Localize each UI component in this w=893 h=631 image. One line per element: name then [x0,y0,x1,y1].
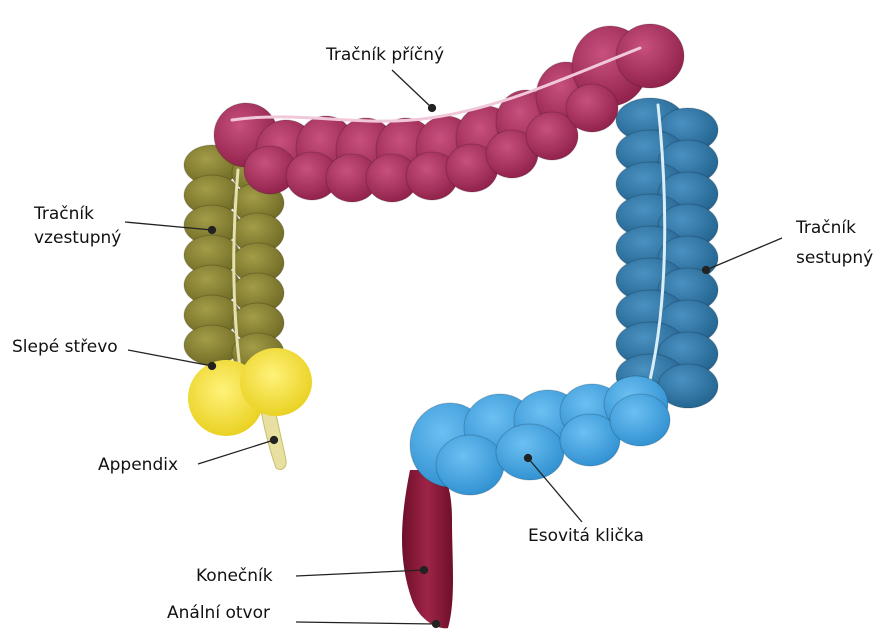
dot-anus [433,621,440,628]
dot-ascending [209,227,216,234]
dot-sigmoid [525,455,532,462]
dot-rectum [421,567,428,574]
dot-cecum [209,363,216,370]
dot-appendix [271,437,278,444]
leader-appendix [198,440,274,464]
label-descending-colon-line2: sestupný [796,248,873,269]
label-sigmoid-colon: Esovitá klička [528,526,644,547]
leader-anus [296,622,436,624]
label-ascending-colon-line1: Tračník [34,204,94,225]
leader-transverse [392,70,432,108]
descending-colon-segment [616,98,718,408]
label-appendix: Appendix [98,455,178,476]
label-rectum: Konečník [196,566,273,587]
rectum-segment [402,470,453,628]
label-descending-colon-line1: Tračník [796,218,856,239]
sigmoid-colon-segment [410,376,670,495]
transverse-colon-segment [214,24,684,202]
dot-transverse [429,105,436,112]
label-transverse-colon: Tračník příčný [326,45,444,66]
leader-rectum [296,570,424,576]
label-ascending-colon-line2: vzestupný [34,228,121,249]
label-cecum: Slepé střevo [12,337,118,358]
dot-descending [703,267,710,274]
label-anus: Anální otvor [167,603,270,624]
